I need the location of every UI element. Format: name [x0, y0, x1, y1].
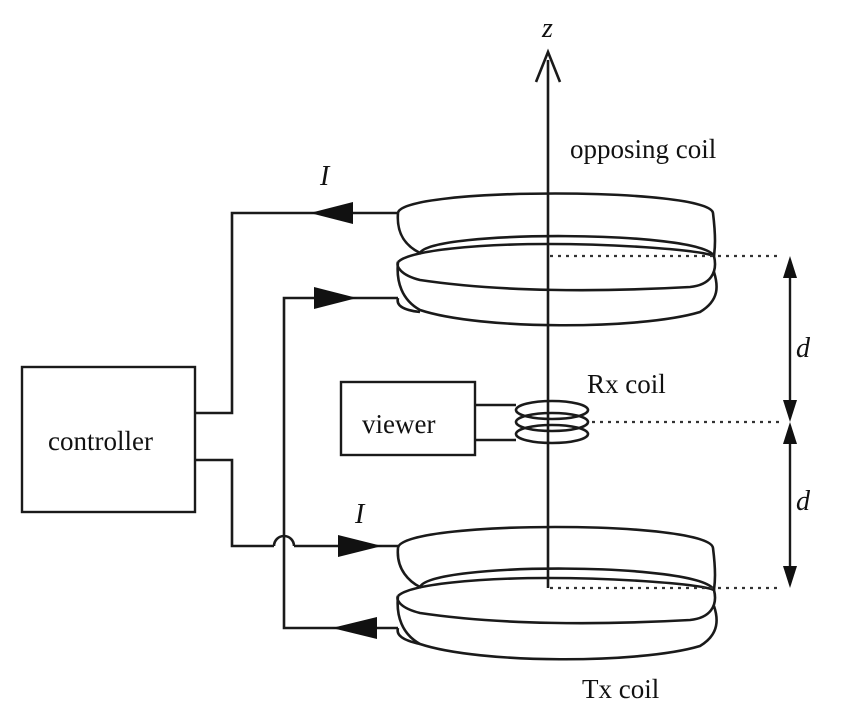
current-arrow-return-right: [314, 287, 357, 309]
rx-coil: [475, 399, 590, 445]
distance-label-upper: d: [796, 333, 811, 364]
z-axis-label: z: [541, 13, 553, 44]
tx-coil-label: Tx coil: [582, 674, 659, 704]
current-arrow-top-left: [310, 202, 353, 224]
current-label-top: I: [319, 161, 331, 192]
distance-label-lower: d: [796, 486, 811, 517]
current-label-bottom: I: [354, 499, 366, 530]
dimension-lower: [783, 422, 797, 588]
opposing-coil-label: opposing coil: [570, 134, 716, 164]
dimension-upper: [783, 256, 797, 422]
opposing-coil: [396, 192, 718, 327]
current-arrow-tx-right: [338, 535, 382, 557]
rx-coil-label: Rx coil: [587, 369, 666, 399]
z-axis: z: [534, 13, 562, 588]
viewer-box: viewer: [339, 380, 477, 457]
controller-box: controller: [20, 365, 197, 514]
current-arrow-tx-return-left: [332, 617, 377, 639]
tx-coil-wiring: [195, 458, 398, 548]
tx-coil: [396, 525, 718, 661]
controller-label: controller: [48, 426, 153, 456]
reference-lines: [550, 254, 782, 590]
viewer-label: viewer: [362, 409, 435, 439]
